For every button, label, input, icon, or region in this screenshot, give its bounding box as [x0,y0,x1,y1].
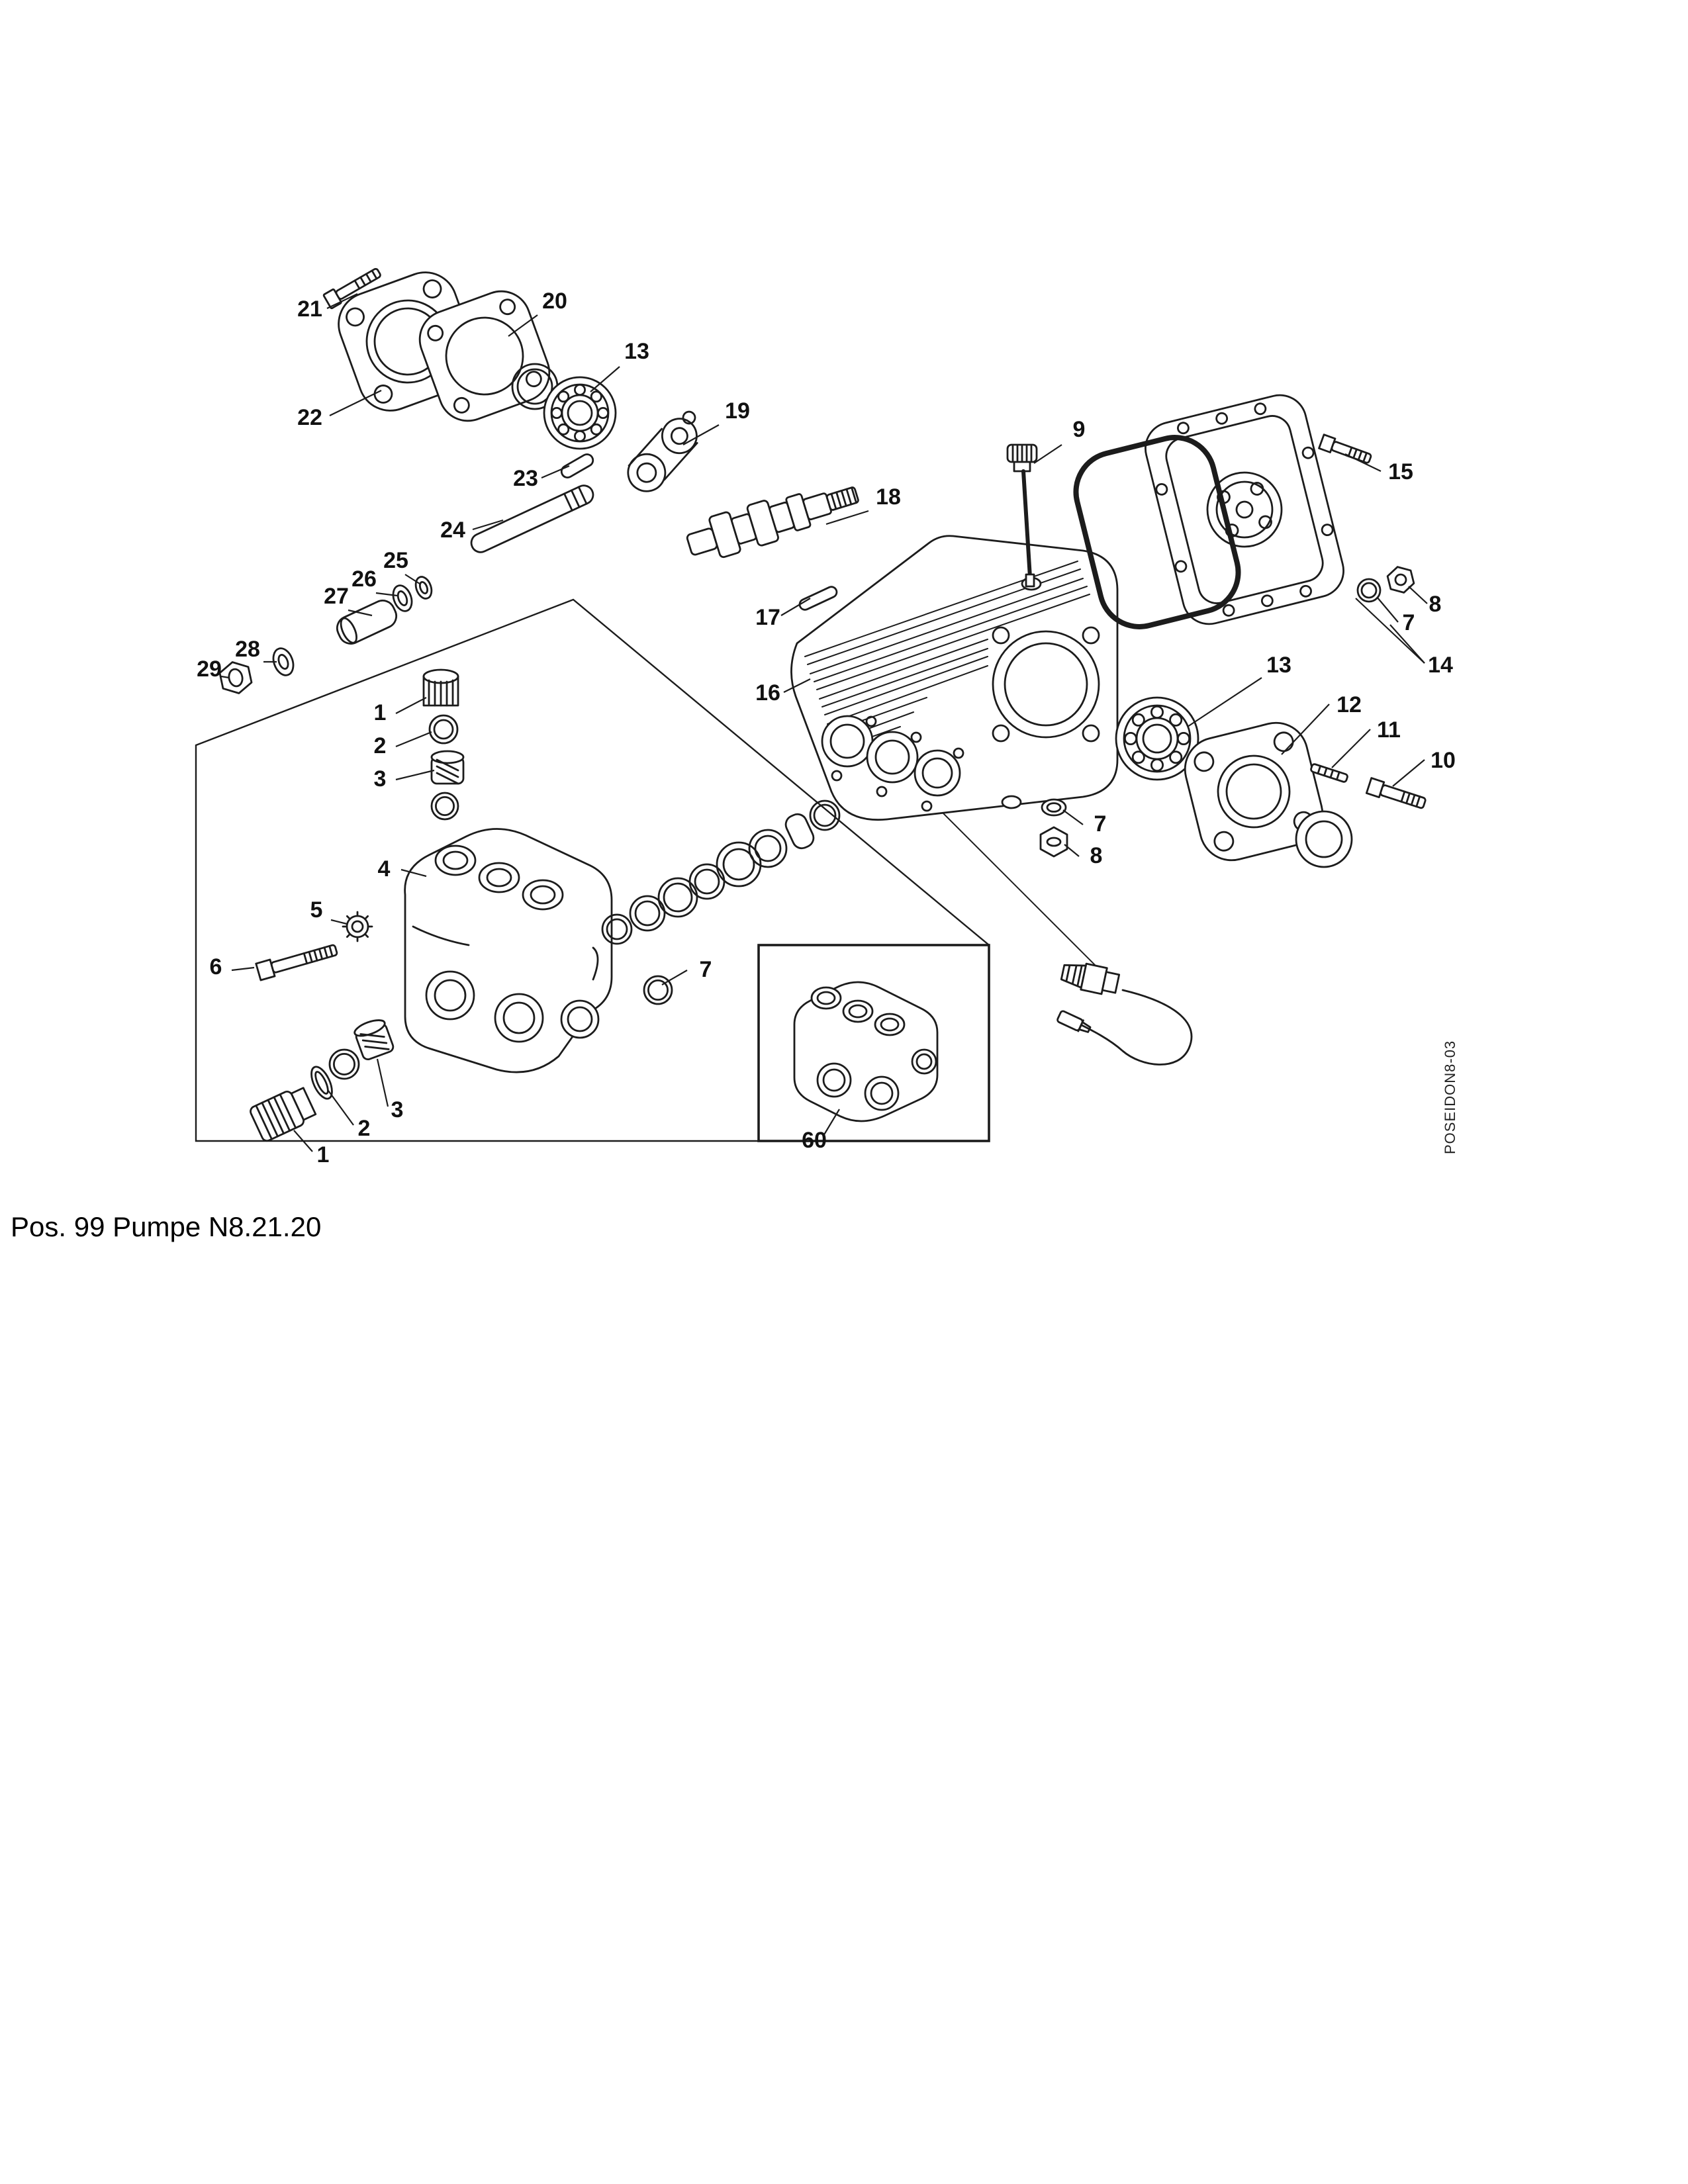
part-12-seal-ring [1295,810,1353,868]
callout-7-center: 7 [700,957,712,982]
part-10-bolt [1365,777,1427,809]
callout-22: 22 [297,405,322,430]
part-6-bolt [255,944,338,981]
part-oring-bottom-stack [328,1048,360,1080]
detail-box-60 [757,944,990,1142]
part-29-nut [218,661,253,694]
callout-1-bottom: 1 [317,1142,330,1167]
callout-3-top: 3 [374,766,387,792]
callout-2-top: 2 [374,733,387,758]
part-16-pump-housing [790,535,1119,821]
part-17-pin [798,586,838,611]
callout-19: 19 [725,398,750,424]
callout-16: 16 [755,680,780,705]
part-2-ring-bottom [310,1066,333,1100]
callout-7-cover: 7 [1403,610,1415,635]
callout-8-bottom: 8 [1090,843,1103,868]
part-27-spacer-sleeve [336,600,398,645]
part-13-square-oring [1073,435,1241,629]
part-12-bearing-flange [1184,721,1324,862]
page-caption: Pos. 99 Pumpe N8.21.20 [11,1211,321,1242]
part-5-lock-washer [342,911,373,942]
part-60-pump-head [793,981,939,1122]
callout-28: 28 [235,637,260,662]
callout-8-cover: 8 [1429,592,1442,617]
part-13-bearing-rear [1115,696,1199,781]
callout-10: 10 [1430,748,1456,773]
part-7-oring-bottom [1041,798,1067,817]
callout-26: 26 [352,567,377,592]
part-28-washer [272,647,295,676]
part-25-washer [414,576,433,600]
callout-29: 29 [197,657,222,682]
callout-17: 17 [755,605,780,630]
part-oil-plug-cable [1056,962,1193,1066]
part-1-plug-bottom [250,1087,317,1142]
part-8-plug-cover [1386,566,1415,594]
callout-11: 11 [1377,717,1401,743]
part-3-valve-top [430,750,465,785]
part-11-stud [1310,763,1348,783]
drawing-code: POSEIDON8-03 [1442,1040,1458,1154]
part-15-bolt [1318,433,1372,464]
part-23-pin [560,453,594,478]
part-3-valve-bottom [353,1019,395,1061]
part-4-valve-block [404,828,613,1073]
callout-3-bottom: 3 [391,1097,404,1122]
callout-23: 23 [513,466,538,491]
part-2-oring-top [428,714,459,745]
callout-13-front: 13 [624,339,649,364]
callout-4: 4 [378,856,391,882]
part-13-bearing-front [543,376,617,450]
callout-6: 6 [210,954,222,979]
seal-stack [601,799,841,945]
callout-24: 24 [440,518,465,543]
part-9-dipstick [1006,443,1038,588]
callout-18: 18 [876,484,901,510]
callout-15: 15 [1388,459,1413,484]
part-8-plug-bottom [1039,826,1068,858]
part-oring-under-3 [430,792,459,821]
part-7-oring-center [643,975,673,1005]
callout-13-rear: 13 [1266,653,1291,678]
callout-5: 5 [310,897,323,923]
part-24-shaft [470,484,594,553]
callout-25: 25 [383,548,408,573]
callout-1-top: 1 [374,700,387,725]
callout-21: 21 [297,296,322,322]
part-18-crankshaft [686,486,859,559]
part-1-plug-top [422,668,459,707]
part-19-conrod-clamp [627,410,698,492]
part-7-oring-cover [1356,578,1382,603]
callout-2-bottom: 2 [358,1116,371,1141]
callout-60: 60 [802,1128,827,1153]
callout-27: 27 [324,584,349,609]
callout-14: 14 [1428,653,1453,678]
callout-20: 20 [542,289,567,314]
callout-7-bottom: 7 [1094,811,1107,837]
part-26-washer [392,584,413,612]
leader-lines [220,293,1428,1152]
callout-9: 9 [1073,417,1086,442]
part-14-rear-cover [1145,394,1344,625]
callout-12: 12 [1336,692,1362,717]
